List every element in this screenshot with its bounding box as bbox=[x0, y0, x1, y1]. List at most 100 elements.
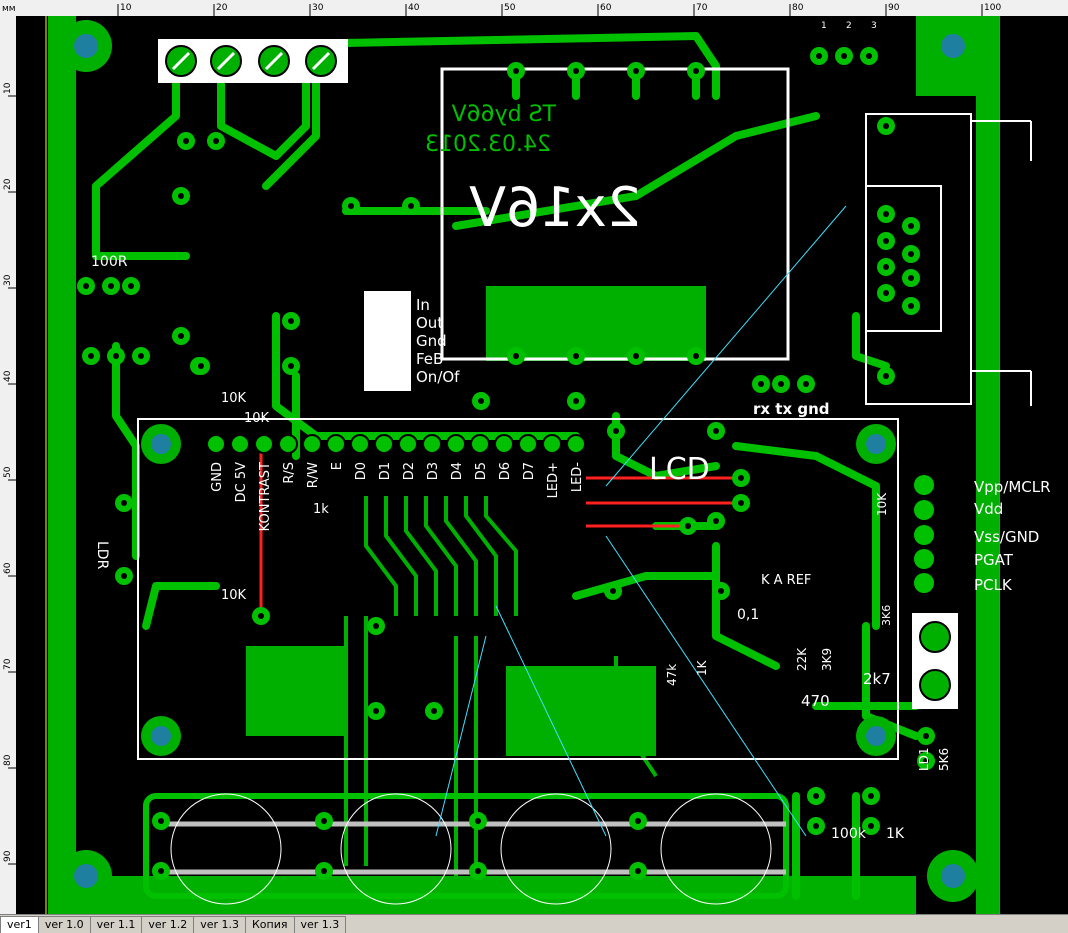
via-hole bbox=[610, 588, 616, 594]
via-hole bbox=[738, 475, 744, 481]
via-hole bbox=[713, 428, 719, 434]
terminal-block-4pin bbox=[158, 39, 348, 83]
lcd-pin-label: LED+ bbox=[546, 462, 561, 498]
via-hole bbox=[321, 868, 327, 874]
via-hole bbox=[475, 818, 481, 824]
via-hole bbox=[573, 353, 579, 359]
lcd-label: LCD bbox=[649, 452, 710, 487]
lcd-pad bbox=[494, 434, 514, 454]
label-ldr: LDR bbox=[94, 541, 110, 570]
via-hole bbox=[478, 398, 484, 404]
via-hole bbox=[408, 203, 414, 209]
icsp-vdd: Vdd bbox=[974, 500, 1003, 518]
via-hole bbox=[816, 53, 822, 59]
via-hole bbox=[685, 523, 691, 529]
label-c01: 0,1 bbox=[737, 607, 759, 623]
via-hole bbox=[288, 318, 294, 324]
via-hole bbox=[778, 381, 784, 387]
lcd-pad bbox=[374, 434, 394, 454]
label-1k-vert: 1K bbox=[695, 659, 709, 676]
via-hole bbox=[883, 123, 889, 129]
via-hole bbox=[158, 868, 164, 874]
lcd-pin-label: D5 bbox=[474, 462, 489, 480]
sheet-tab[interactable]: ver 1.3 bbox=[293, 916, 347, 933]
sheet-tab[interactable]: ver1 bbox=[0, 916, 39, 933]
sheet-tab[interactable]: ver 1.0 bbox=[37, 916, 91, 933]
sheet-tab[interactable]: ver 1.3 bbox=[193, 916, 246, 933]
label-2k7: 2k7 bbox=[863, 670, 891, 688]
via-hole bbox=[693, 353, 699, 359]
via-hole bbox=[198, 363, 204, 369]
label-22k: 22K bbox=[795, 647, 809, 671]
lcd-pin-label: D2 bbox=[402, 462, 417, 480]
icsp-pads bbox=[914, 475, 934, 593]
label-pot-100k: 100k bbox=[831, 826, 867, 842]
label-kaaref: K A REF bbox=[761, 573, 811, 588]
via-hole bbox=[128, 283, 134, 289]
icsp-pclk: PCLK bbox=[974, 576, 1013, 594]
lcd-pad bbox=[422, 434, 442, 454]
lcd-pin-label: D6 bbox=[498, 462, 513, 480]
via-hole bbox=[923, 733, 929, 739]
lcd-pin-label: GND bbox=[210, 462, 225, 492]
via-hole bbox=[431, 708, 437, 714]
via-hole bbox=[513, 68, 519, 74]
via-hole bbox=[738, 500, 744, 506]
reg-pin-feb: FeB bbox=[416, 350, 443, 368]
lcd-pad bbox=[350, 434, 370, 454]
via-hole bbox=[613, 428, 619, 434]
sheet-tab[interactable]: ver 1.2 bbox=[141, 916, 195, 933]
lcd-pad bbox=[302, 434, 322, 454]
regulator-pour bbox=[486, 286, 706, 361]
via-hole bbox=[213, 138, 219, 144]
ground-pour-center bbox=[506, 666, 656, 756]
via-hole bbox=[883, 290, 889, 296]
label-3k9: 3K9 bbox=[820, 648, 834, 671]
sheet-tab[interactable]: Копия bbox=[245, 916, 295, 933]
terminal-block-2pin bbox=[912, 613, 958, 709]
via-hole bbox=[513, 353, 519, 359]
mirrored-title: TS by66V bbox=[452, 102, 557, 127]
jumper-wires bbox=[259, 441, 741, 616]
via-hole bbox=[121, 500, 127, 506]
via-hole bbox=[841, 53, 847, 59]
via-hole bbox=[348, 203, 354, 209]
lcd-pin-label: D3 bbox=[426, 462, 441, 480]
pcb-canvas[interactable]: 2x16V TS by66V 24.03.2013 LCD In Out Gnd… bbox=[16, 16, 1068, 914]
lcd-pad bbox=[566, 434, 586, 454]
ruler-tick-label: 60 bbox=[600, 3, 612, 13]
label-pot-1k: 1K bbox=[886, 826, 905, 842]
via-hole bbox=[908, 251, 914, 257]
via-hole bbox=[88, 353, 94, 359]
via-hole bbox=[813, 823, 819, 829]
ruler-tick-label: 100 bbox=[984, 3, 1001, 13]
label-1k: 1k bbox=[313, 502, 329, 517]
via-hole bbox=[178, 193, 184, 199]
uart-labels: rx tx gnd bbox=[753, 400, 830, 418]
ruler-tick-label: 10 bbox=[120, 3, 132, 13]
label-3k6: 3K6 bbox=[880, 605, 893, 626]
sheet-tab[interactable]: ver 1.1 bbox=[89, 916, 143, 933]
via-hole bbox=[633, 353, 639, 359]
via-hole bbox=[635, 868, 641, 874]
via-hole bbox=[908, 303, 914, 309]
ruler-tick-label: 80 bbox=[3, 754, 13, 766]
ruler-tick-label: 80 bbox=[792, 3, 804, 13]
via-hole bbox=[178, 333, 184, 339]
icsp-vpp: Vpp/MCLR bbox=[974, 478, 1051, 496]
pcb-layout[interactable]: 2x16V TS by66V 24.03.2013 LCD In Out Gnd… bbox=[16, 16, 1068, 914]
ruler-tick-label: 70 bbox=[696, 3, 708, 13]
via-hole bbox=[883, 211, 889, 217]
via-hole bbox=[813, 793, 819, 799]
reg-pin-in: In bbox=[416, 296, 430, 314]
lcd-pad bbox=[278, 434, 298, 454]
misc-pads bbox=[77, 47, 935, 880]
lcd-module-window bbox=[440, 67, 790, 361]
via-hole bbox=[108, 283, 114, 289]
via-hole bbox=[183, 138, 189, 144]
via-hole bbox=[718, 588, 724, 594]
via-hole bbox=[83, 283, 89, 289]
icsp-pgat: PGAT bbox=[974, 551, 1014, 569]
